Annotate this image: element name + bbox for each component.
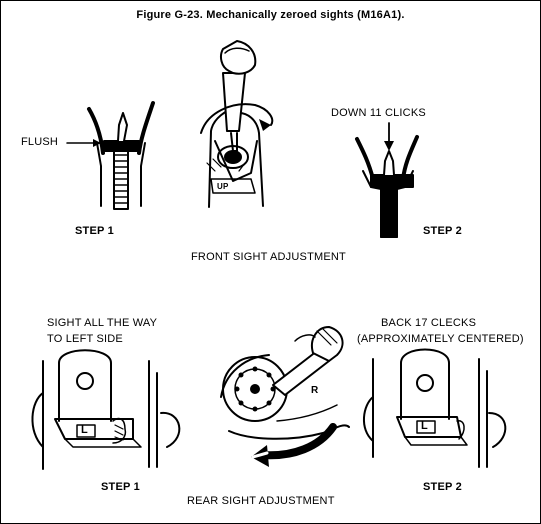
- front-sight-step2-drawing: [355, 122, 419, 238]
- front-sight-tool-drawing: [200, 40, 274, 208]
- front-tool-marking: UP: [217, 182, 229, 191]
- rear-step1-callout-line1: SIGHT ALL THE WAY: [47, 317, 158, 329]
- rear-sight-step2-drawing: [363, 348, 507, 468]
- figure-title: Figure G-23. Mechanically zeroed sights …: [136, 9, 405, 21]
- rear-step1-label: STEP 1: [101, 481, 140, 493]
- front-step2-label: STEP 2: [423, 225, 462, 237]
- rear-step1-callout-line2: TO LEFT SIDE: [47, 333, 123, 345]
- front-step2-callout: DOWN 11 CLICKS: [331, 107, 426, 119]
- rear-step1-aperture-marking: L: [81, 424, 88, 436]
- rear-step2-aperture-marking: L: [421, 420, 428, 432]
- rear-step2-callout-line1: BACK 17 CLECKS: [381, 317, 477, 329]
- rear-sight-step1-drawing: [31, 349, 181, 470]
- rear-step2-callout-line2: (APPROXIMATELY CENTERED): [357, 333, 524, 345]
- front-step1-callout: FLUSH: [21, 136, 59, 148]
- front-section-label: FRONT SIGHT ADJUSTMENT: [191, 251, 346, 263]
- rear-knob-marking: R: [311, 385, 319, 396]
- front-sight-step1-drawing: [66, 101, 155, 210]
- rear-section-label: REAR SIGHT ADJUSTMENT: [187, 495, 335, 507]
- front-step1-label: STEP 1: [75, 225, 114, 237]
- rear-step2-label: STEP 2: [423, 481, 462, 493]
- rear-sight-tool-drawing: [220, 326, 350, 467]
